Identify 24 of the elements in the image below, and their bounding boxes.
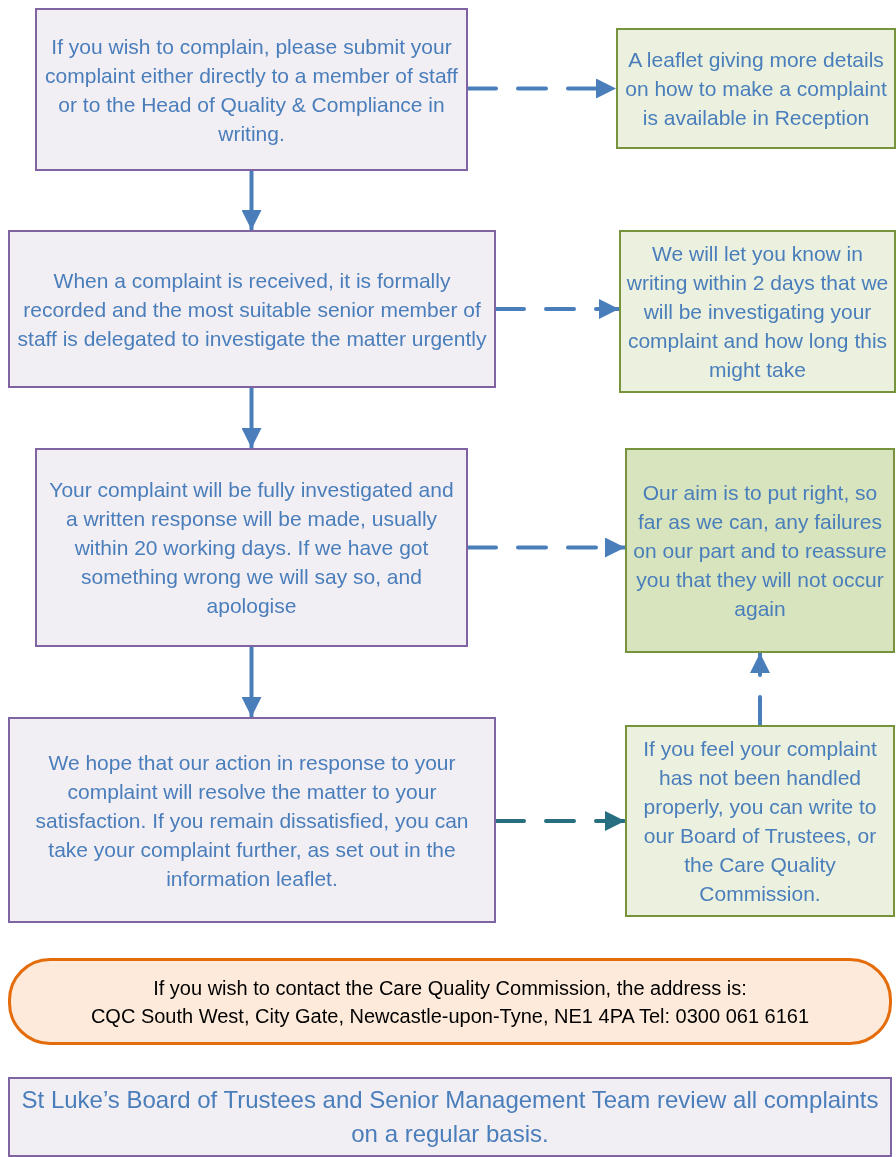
- box-text: If you wish to complain, please submit your complaint either directly to a member of staff or to the Head of Quality & Compliance in writing.: [44, 33, 459, 147]
- box-text: Our aim is to put right, so far as we can, any failures on our part and to reassure you that they will not occur again: [632, 480, 888, 622]
- box-text: St Luke’s Board of Trustees and Senior Management Team review all complaints on a regular basis.: [20, 1085, 880, 1149]
- process-box: [8, 717, 496, 923]
- arrow: [750, 651, 770, 727]
- box-text: If you feel your complaint has not been handled properly, you can write to our Board of Trustees, or the Care Quality Commission.: [642, 736, 878, 907]
- box-text: We hope that our action in response to your complaint will resolve the matter to your satisfaction. If you remain dissatisfied, you can take your complaint further, as set out in the information leaflet.: [34, 749, 470, 892]
- box-text: A leaflet giving more details on how to make a complaint is available in Reception: [624, 47, 888, 131]
- box-text: CQC South West, City Gate, Newcastle-upon-Tyne, NE1 4PA Tel: 0300 061 6161: [90, 1003, 810, 1029]
- process-box: [616, 28, 896, 149]
- process-box: [35, 8, 468, 171]
- process-box: [625, 448, 895, 653]
- box-text: We will let you know in writing within 2 days that we will be investigating your complaint and how long this might take: [625, 241, 890, 383]
- arrow: [241, 388, 262, 448]
- box-text: If you wish to contact the Care Quality Commission, the address is:: [153, 975, 747, 1001]
- process-box: [8, 230, 496, 388]
- process-box: [619, 230, 896, 393]
- box-text: When a complaint is received, it is formally recorded and the most suitable senior member of staff is delegated to investigate the matter urgently: [16, 267, 488, 352]
- process-box: [625, 725, 895, 917]
- process-box: [8, 1077, 892, 1157]
- arrow: [241, 647, 262, 717]
- box-text: Your complaint will be fully investigated and a written response will be made, usually within 20 working days. If we have got something wrong we will say so, and apologise: [48, 477, 455, 619]
- arrow: [241, 171, 262, 230]
- process-box: [35, 448, 468, 647]
